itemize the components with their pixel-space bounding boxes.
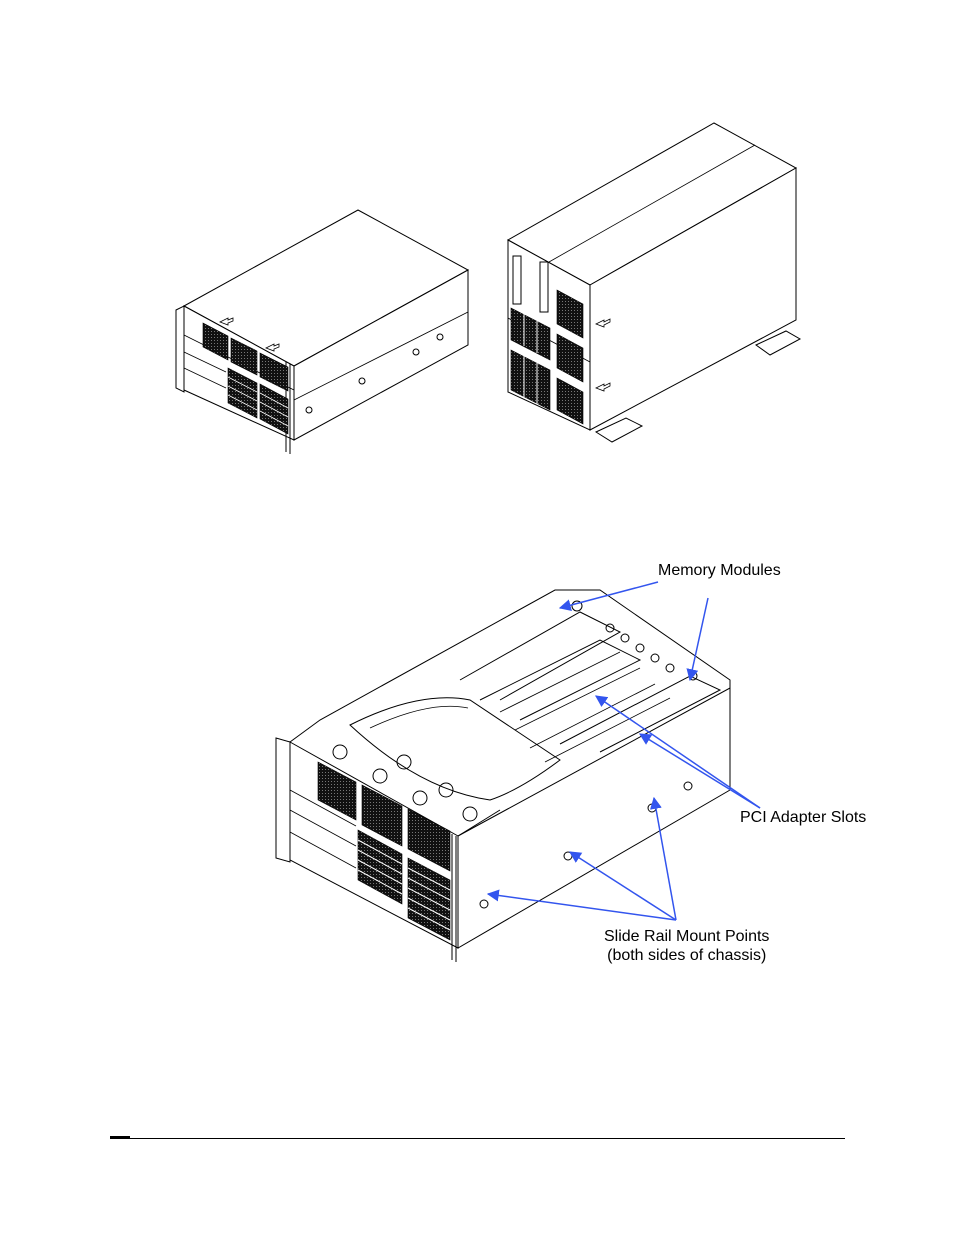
open-chassis-drawing bbox=[275, 589, 731, 962]
pci-arrow-2 bbox=[638, 733, 761, 809]
footer-rule bbox=[110, 1138, 845, 1139]
slide-rail-mount-points-label: Slide Rail Mount Points (both sides of c… bbox=[604, 927, 769, 965]
callout-arrows bbox=[486, 581, 761, 921]
slide-rail-arrow-1 bbox=[486, 889, 677, 921]
tower-server-drawing bbox=[506, 122, 802, 443]
rack-server-drawing bbox=[175, 209, 470, 454]
memory-arrow-left bbox=[558, 581, 659, 612]
memory-arrow-right bbox=[686, 597, 709, 682]
memory-modules-label: Memory Modules bbox=[658, 562, 781, 579]
pci-arrow-1 bbox=[595, 695, 761, 809]
slide-rail-label-line1: Slide Rail Mount Points bbox=[604, 928, 770, 945]
slide-rail-arrow-2 bbox=[568, 851, 677, 921]
slide-rail-arrow-3 bbox=[650, 796, 677, 921]
footer-mark bbox=[110, 1136, 130, 1138]
slide-rail-label-line2: (both sides of chassis) bbox=[607, 947, 767, 964]
pci-adapter-slots-label: PCI Adapter Slots bbox=[740, 809, 867, 826]
